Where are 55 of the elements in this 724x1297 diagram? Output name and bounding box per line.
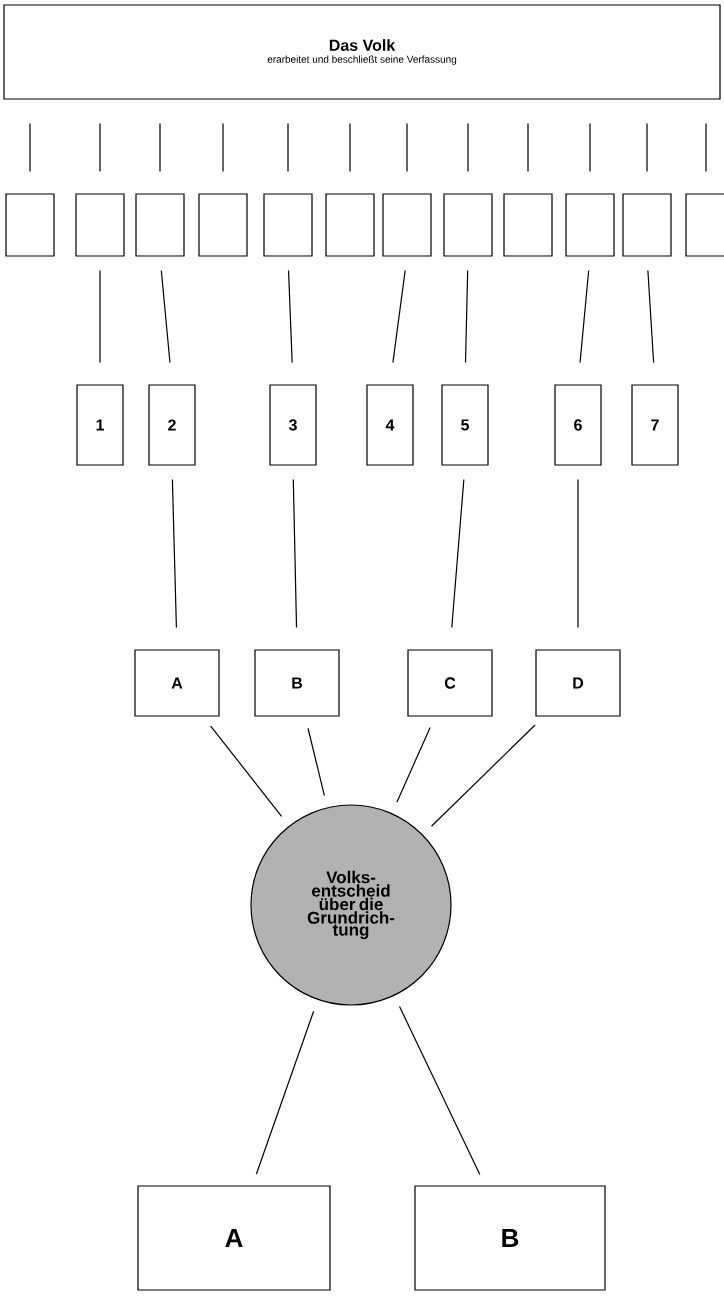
connector-line xyxy=(99,123,101,172)
connector-line xyxy=(467,123,469,172)
connector-line xyxy=(29,123,31,172)
number-box: 1 xyxy=(76,384,124,466)
connector-line xyxy=(451,478,465,629)
empty-box xyxy=(263,193,313,257)
connector-line xyxy=(287,123,289,172)
connector-line xyxy=(307,727,325,797)
connector-line xyxy=(464,269,469,363)
connector-line xyxy=(398,1006,481,1176)
empty-box xyxy=(135,193,185,257)
connector-line xyxy=(171,478,177,628)
number-box: 7 xyxy=(631,384,679,466)
connector-line xyxy=(349,123,351,172)
empty-box xyxy=(382,193,432,257)
number-box: 3 xyxy=(269,384,317,466)
number-box: 5 xyxy=(441,384,489,466)
connector-line xyxy=(255,1010,315,1175)
option-box: A xyxy=(134,649,220,717)
empty-box xyxy=(565,193,615,257)
connector-line xyxy=(647,269,655,364)
connector-line xyxy=(646,123,648,172)
connector-line xyxy=(210,725,283,817)
empty-box xyxy=(503,193,553,257)
result-box: A xyxy=(137,1185,331,1291)
empty-box xyxy=(685,193,724,257)
heading-box: Das Volk erarbeitet und beschließt seine Verfassung xyxy=(3,4,721,100)
option-box: C xyxy=(407,649,493,717)
connector-line xyxy=(406,123,408,172)
empty-box xyxy=(325,193,375,257)
empty-box xyxy=(443,193,493,257)
option-box: D xyxy=(535,649,621,717)
result-box: B xyxy=(414,1185,606,1291)
connector-line xyxy=(392,269,406,364)
connector-line xyxy=(430,724,536,827)
empty-box xyxy=(198,193,248,257)
connector-line xyxy=(527,123,529,172)
connector-line xyxy=(705,123,707,172)
option-box: B xyxy=(254,649,340,717)
connector-line xyxy=(292,478,298,628)
connector-line xyxy=(577,479,579,628)
number-box: 2 xyxy=(148,384,196,466)
connector-line xyxy=(159,123,161,172)
connector-line xyxy=(222,123,224,172)
empty-box xyxy=(75,193,125,257)
number-box: 4 xyxy=(366,384,414,466)
connector-line xyxy=(579,269,590,364)
connector-line xyxy=(99,270,101,363)
connector-line xyxy=(396,726,431,803)
empty-box xyxy=(622,193,672,257)
empty-box xyxy=(5,193,55,257)
number-box: 6 xyxy=(554,384,602,466)
connector-line xyxy=(287,269,293,363)
connector-line xyxy=(160,269,171,364)
connector-line xyxy=(589,123,591,172)
